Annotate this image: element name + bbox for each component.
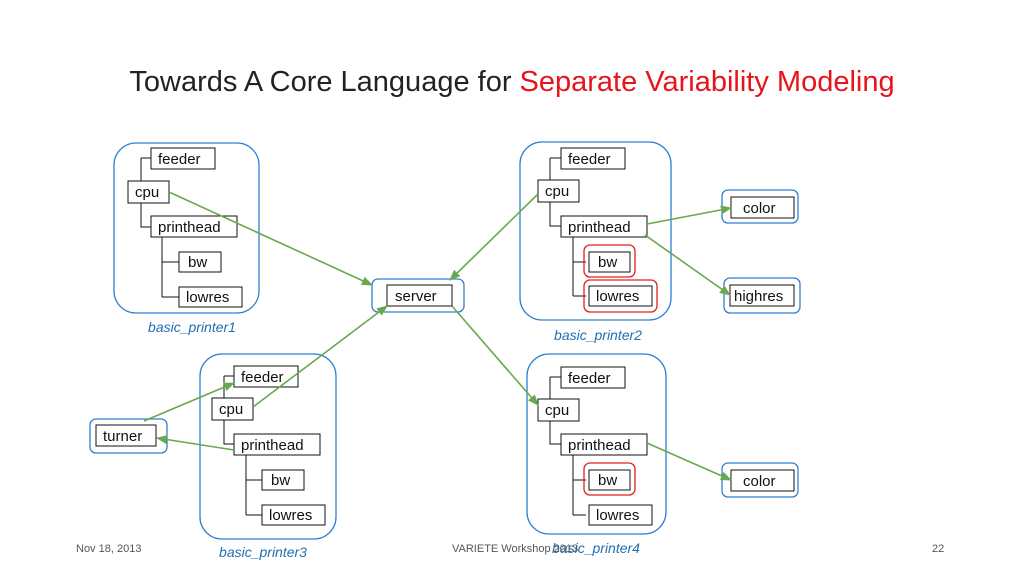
printer1-tree-lines xyxy=(140,157,179,298)
printer3-group: feeder cpu printhead bw lowres basic_pri… xyxy=(199,353,337,560)
printer1-caption: basic_printer1 xyxy=(148,319,236,335)
printer2-bw: bw xyxy=(598,254,617,271)
printer1-container xyxy=(113,142,260,314)
printer1-printhead-box xyxy=(150,215,238,238)
printer2-group: feeder cpu printhead bw lowres basic_pri… xyxy=(519,141,672,343)
title-prefix: Towards A Core Language for xyxy=(129,66,520,98)
printer1-lowres-box xyxy=(178,286,243,308)
turner-label: turner xyxy=(103,428,142,445)
printer4-cpu: cpu xyxy=(545,402,569,419)
color-a-group: color xyxy=(721,189,799,224)
footer-center: VARIETE Workshop 2013 xyxy=(452,543,579,555)
printer4-tree-lines xyxy=(549,376,586,516)
printer2-caption: basic_printer2 xyxy=(554,327,642,343)
printer2-container xyxy=(519,141,672,321)
printer2-lowres: lowres xyxy=(596,288,639,305)
printer1-cpu: cpu xyxy=(135,184,159,201)
printer1-group: feeder cpu printhead bw lowres basic_pri… xyxy=(113,142,260,335)
printer4-feeder-box xyxy=(560,366,626,389)
edge-printer4-printhead-to-color xyxy=(646,442,733,481)
connector-edges xyxy=(143,191,733,481)
printer3-lowres-box xyxy=(261,504,326,526)
printer3-feeder-box xyxy=(233,365,299,388)
printer2-cpu-box xyxy=(537,179,580,203)
server-group: server xyxy=(371,278,465,313)
printer3-container xyxy=(199,353,337,540)
slide-title: Towards A Core Language for Separate Var… xyxy=(0,66,1024,99)
printer1-feeder-box xyxy=(150,147,216,170)
printer3-cpu: cpu xyxy=(219,401,243,418)
printer2-lowres-box xyxy=(588,285,653,307)
printer2-bw-box xyxy=(588,251,631,273)
printer4-cpu-box xyxy=(537,398,580,422)
server-label: server xyxy=(395,288,437,305)
printer1-printhead: printhead xyxy=(158,219,221,236)
printer4-printhead-box xyxy=(560,433,648,456)
color-b-label: color xyxy=(743,473,776,490)
printer3-feeder: feeder xyxy=(241,369,284,386)
printer4-lowres-box xyxy=(588,504,653,526)
server-container xyxy=(371,278,465,313)
printer1-bw: bw xyxy=(188,254,207,271)
edge-printer3-cpu-to-server xyxy=(252,305,388,408)
printer2-lowres-highlight xyxy=(583,279,658,313)
printer1-feeder: feeder xyxy=(158,151,201,168)
edge-turner-to-printer3-feeder xyxy=(143,382,236,422)
edge-server-to-printer4-cpu xyxy=(451,305,539,406)
printer4-bw: bw xyxy=(598,472,617,489)
edge-printer1-cpu-to-server xyxy=(168,191,374,286)
printer3-lowres: lowres xyxy=(269,507,312,524)
printer3-printhead: printhead xyxy=(241,437,304,454)
printer4-printhead: printhead xyxy=(568,437,631,454)
printer2-bw-highlight xyxy=(583,244,636,278)
printer4-group: feeder cpu printhead bw lowres basic_pri… xyxy=(526,353,667,556)
color-b-box xyxy=(730,469,795,492)
color-a-label: color xyxy=(743,200,776,217)
highres-group: highres xyxy=(723,277,801,314)
printer4-bw-highlight xyxy=(583,462,636,496)
printer1-bw-box xyxy=(178,251,222,273)
server-box xyxy=(386,284,453,307)
edge-printer2-printhead-to-color xyxy=(646,205,733,225)
turner-group: turner xyxy=(89,418,168,454)
title-highlight: Separate Variability Modeling xyxy=(519,66,895,98)
printer4-caption: basic_printer4 xyxy=(552,540,640,556)
printer3-cpu-box xyxy=(211,397,254,421)
printer4-container xyxy=(526,353,667,535)
footer-date: Nov 18, 2013 xyxy=(76,543,142,555)
printer3-caption: basic_printer3 xyxy=(219,544,307,560)
printer2-feeder-box xyxy=(560,147,626,170)
printer2-printhead: printhead xyxy=(568,219,631,236)
printer2-cpu: cpu xyxy=(545,183,569,200)
footer-page-number: 22 xyxy=(932,543,945,555)
edge-printer3-printhead-to-turner xyxy=(155,435,235,451)
printer3-bw-box xyxy=(261,469,305,491)
printer2-feeder: feeder xyxy=(568,151,611,168)
printer3-bw: bw xyxy=(271,472,290,489)
printer2-printhead-box xyxy=(560,215,648,238)
printer4-feeder: feeder xyxy=(568,370,611,387)
printer2-tree-lines xyxy=(549,157,586,297)
printer1-lowres: lowres xyxy=(186,289,229,306)
printer4-bw-box xyxy=(588,469,631,491)
highres-label: highres xyxy=(734,288,783,305)
color-b-group: color xyxy=(721,462,799,498)
printer4-lowres: lowres xyxy=(596,507,639,524)
edge-printer2-printhead-to-highres xyxy=(644,234,731,296)
printer3-printhead-box xyxy=(233,433,321,456)
edge-printer2-cpu-to-server xyxy=(449,193,539,281)
